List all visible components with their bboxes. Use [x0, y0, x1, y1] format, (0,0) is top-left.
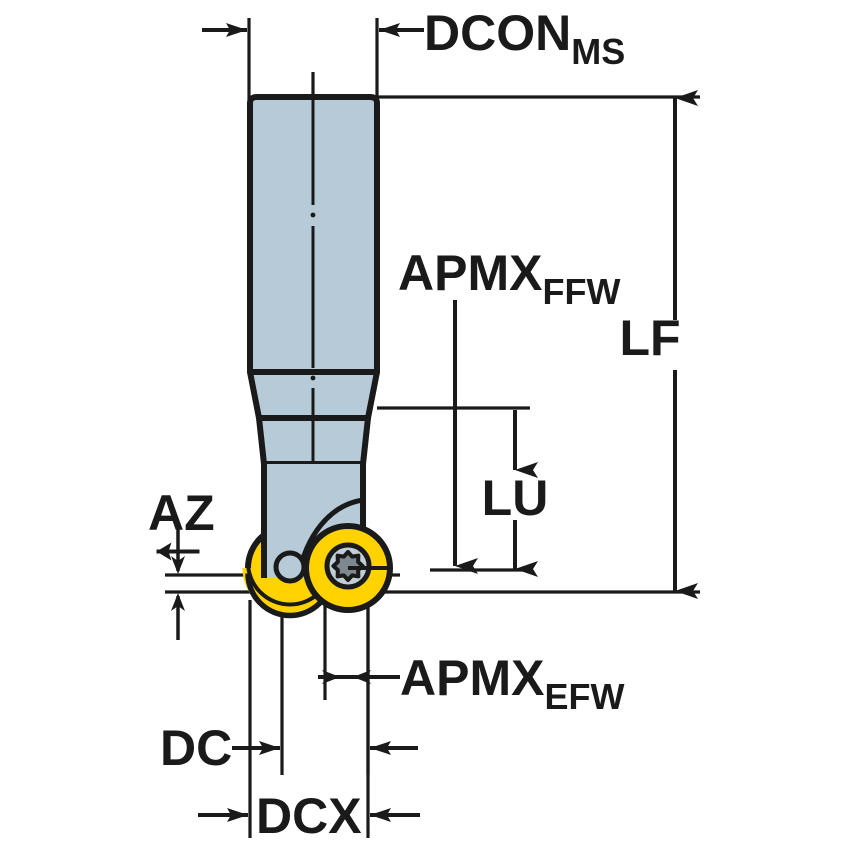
dim-dcx-label: DCX — [256, 788, 362, 844]
dim-apmx-efw-label: APMXEFW — [400, 650, 624, 717]
dim-apmx-ffw-main: APMX — [398, 245, 542, 301]
dim-apmx-efw: APMXEFW — [318, 650, 624, 717]
dim-dcon-ms-label: DCONMS — [424, 5, 625, 72]
dim-az: AZ — [148, 485, 215, 640]
dim-apmx-efw-sub: EFW — [544, 676, 624, 717]
dim-dcon-ms-main: DCON — [424, 5, 571, 61]
dim-dcon-ms-sub: MS — [571, 31, 625, 72]
dim-dcx: DCX — [198, 788, 420, 844]
dim-lu: LU — [482, 410, 549, 577]
dim-lf-label: LF — [619, 310, 680, 366]
dim-dc-label: DC — [160, 720, 232, 776]
dim-apmx-efw-arrow-left — [322, 670, 340, 684]
dim-apmx-ffw-label: APMXFFW — [398, 245, 620, 312]
centerline-dot-2 — [310, 375, 316, 381]
dim-apmx-efw-main: APMX — [400, 650, 544, 706]
dim-lf: LF — [619, 90, 698, 599]
tool-centerline-group — [310, 98, 316, 578]
insert-left-screw — [273, 550, 307, 584]
dim-az-label: AZ — [148, 485, 215, 541]
dim-lu-label: LU — [482, 470, 549, 526]
insert-right-group — [303, 523, 393, 613]
dim-apmx-ffw: APMXFFW — [398, 245, 620, 574]
dim-az-head-bottom — [171, 593, 185, 611]
tool-body-group — [242, 94, 393, 619]
centerline-dot-1 — [310, 212, 316, 218]
dim-apmx-ffw-sub: FFW — [542, 271, 620, 312]
dim-az-head-top — [171, 556, 185, 574]
dim-apmx-efw-arrow-right — [353, 670, 371, 684]
dim-dcon-ms: DCONMS — [202, 5, 625, 72]
dim-dc: DC — [160, 720, 418, 776]
